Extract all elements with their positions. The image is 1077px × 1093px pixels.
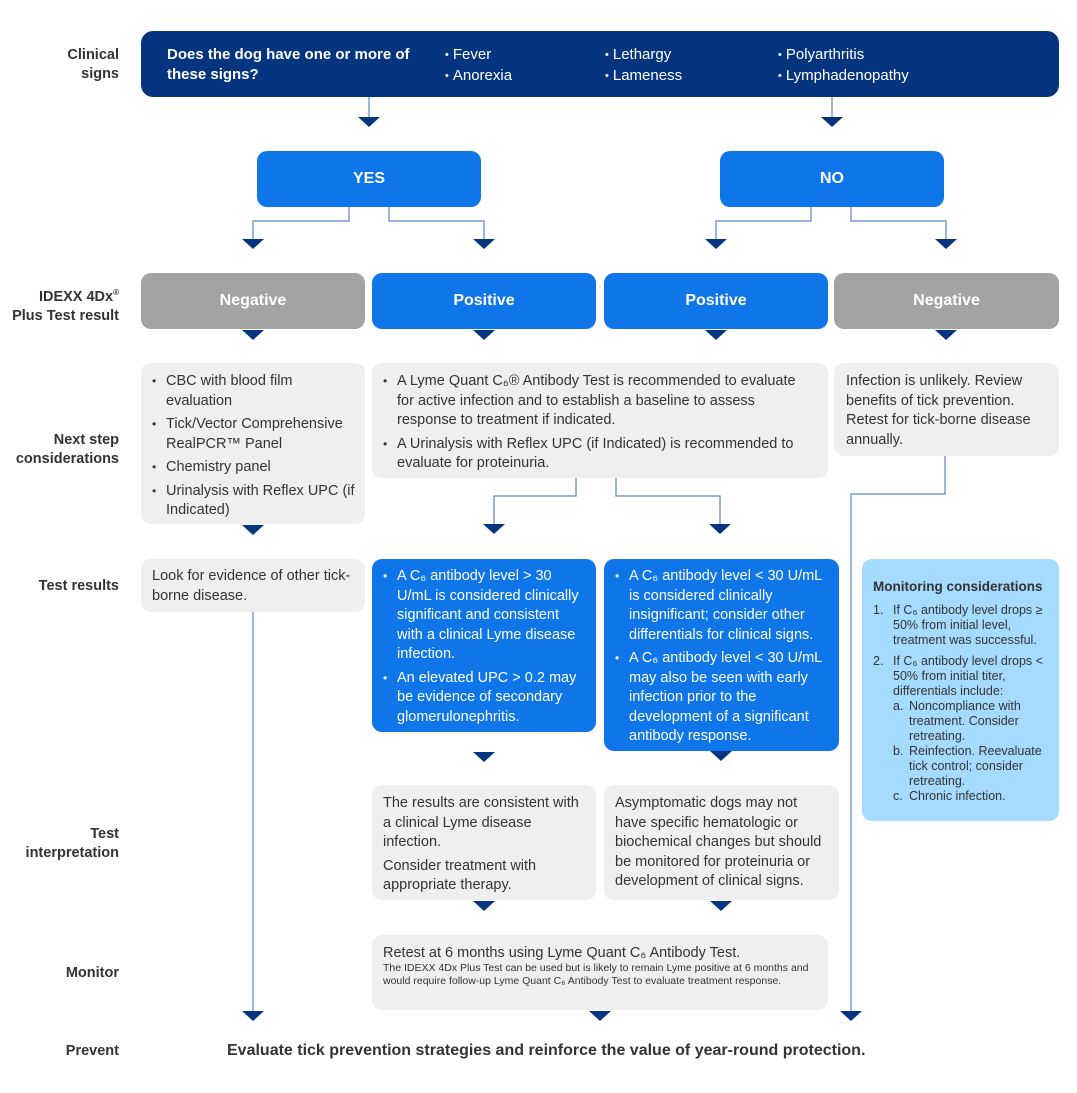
- signs-column-1: Fever Anorexia: [445, 45, 512, 87]
- result-negative-right: Negative: [834, 273, 1059, 329]
- row-label-clinical-signs: Clinical signs: [67, 47, 119, 82]
- test-result-high-card: A C₆ antibody level > 30 U/mL is conside…: [372, 559, 596, 732]
- sign-item: Fever: [445, 45, 512, 66]
- list-item: A Lyme Quant C₆® Antibody Test is recomm…: [383, 372, 816, 431]
- result-negative-left: Negative: [141, 273, 365, 329]
- list-item: A Urinalysis with Reflex UPC (if Indicat…: [383, 435, 816, 474]
- no-node: NO: [720, 151, 944, 207]
- yes-node: YES: [257, 151, 481, 207]
- monitor-card: Retest at 6 months using Lyme Quant C₆ A…: [372, 935, 828, 1010]
- signs-column-2: Lethargy Lameness: [605, 45, 682, 87]
- negative-result-text: Look for evidence of other tick-borne di…: [152, 568, 351, 604]
- interpretation-positive-card: The results are consistent with a clinic…: [372, 785, 596, 900]
- interpretation-text: Consider treatment with appropriate ther…: [383, 857, 537, 894]
- monitoring-subitem: b. Reinfection. Reevaluate tick control;…: [893, 743, 1042, 788]
- sign-item: Anorexia: [445, 66, 512, 87]
- monitoring-item: 1. If C₆ antibody level drops ≥ 50% from…: [873, 602, 1043, 647]
- clinical-signs-header: Does the dog have one or more of these s…: [141, 31, 1059, 97]
- monitoring-item: 2. If C₆ antibody level drops < 50% from…: [873, 654, 1049, 804]
- list-item: Tick/Vector Comprehensive RealPCR™ Panel: [152, 415, 355, 454]
- list-item: A C₆ antibody level < 30 U/mL may also b…: [615, 649, 829, 747]
- sign-item: Lethargy: [605, 45, 682, 66]
- list-item: A C₆ antibody level > 30 U/mL is conside…: [383, 567, 586, 665]
- monitoring-title: Monitoring considerations: [873, 579, 1043, 594]
- row-label-test-result: IDEXX 4Dx® Plus Test result: [12, 288, 119, 324]
- negative-right-text: Infection is unlikely. Review benefits o…: [846, 373, 1031, 448]
- next-step-positive-card: A Lyme Quant C₆® Antibody Test is recomm…: [372, 363, 828, 478]
- sign-item: Lymphadenopathy: [778, 66, 909, 87]
- list-item: CBC with blood film evaluation: [152, 372, 355, 411]
- test-result-low-card: A C₆ antibody level < 30 U/mL is conside…: [604, 559, 839, 751]
- test-result-negative-card: Look for evidence of other tick-borne di…: [141, 559, 365, 612]
- monitoring-subitem: c. Chronic infection.: [893, 788, 1006, 803]
- list-item: A C₆ antibody level < 30 U/mL is conside…: [615, 567, 829, 645]
- next-step-negative-right-card: Infection is unlikely. Review benefits o…: [834, 363, 1059, 456]
- row-label-prevent: Prevent: [65, 1043, 119, 1059]
- sign-item: Lameness: [605, 66, 682, 87]
- interpretation-text: Asymptomatic dogs may not have specific …: [615, 795, 822, 889]
- row-label-test-interpretation: Test interpretation: [25, 826, 119, 861]
- retest-main-text: Retest at 6 months using Lyme Quant C₆ A…: [383, 945, 741, 961]
- list-item: Urinalysis with Reflex UPC (if Indicated…: [152, 482, 355, 521]
- retest-note-text: The IDEXX 4Dx Plus Test can be used but …: [383, 962, 809, 987]
- result-positive-right: Positive: [604, 273, 828, 329]
- row-label-test-results: Test results: [38, 578, 119, 594]
- sign-item: Polyarthritis: [778, 45, 909, 66]
- interpretation-text: The results are consistent with a clinic…: [383, 795, 579, 850]
- list-item: Chemistry panel: [152, 458, 355, 478]
- signs-column-3: Polyarthritis Lymphadenopathy: [778, 45, 909, 87]
- monitoring-subitem: a. Noncompliance with treatment. Conside…: [893, 698, 1021, 743]
- row-label-monitor: Monitor: [65, 965, 119, 981]
- prevent-statement: Evaluate tick prevention strategies and …: [227, 1042, 866, 1059]
- next-step-negative-card: CBC with blood film evaluation Tick/Vect…: [141, 363, 365, 524]
- interpretation-asymptomatic-card: Asymptomatic dogs may not have specific …: [604, 785, 839, 900]
- list-item: An elevated UPC > 0.2 may be evidence of…: [383, 669, 586, 728]
- result-positive-left: Positive: [372, 273, 596, 329]
- monitoring-considerations-card: Monitoring considerations 1. If C₆ antib…: [862, 559, 1059, 821]
- clinical-signs-question: Does the dog have one or more of these s…: [167, 46, 410, 83]
- row-label-next-step: Next step considerations: [15, 432, 119, 467]
